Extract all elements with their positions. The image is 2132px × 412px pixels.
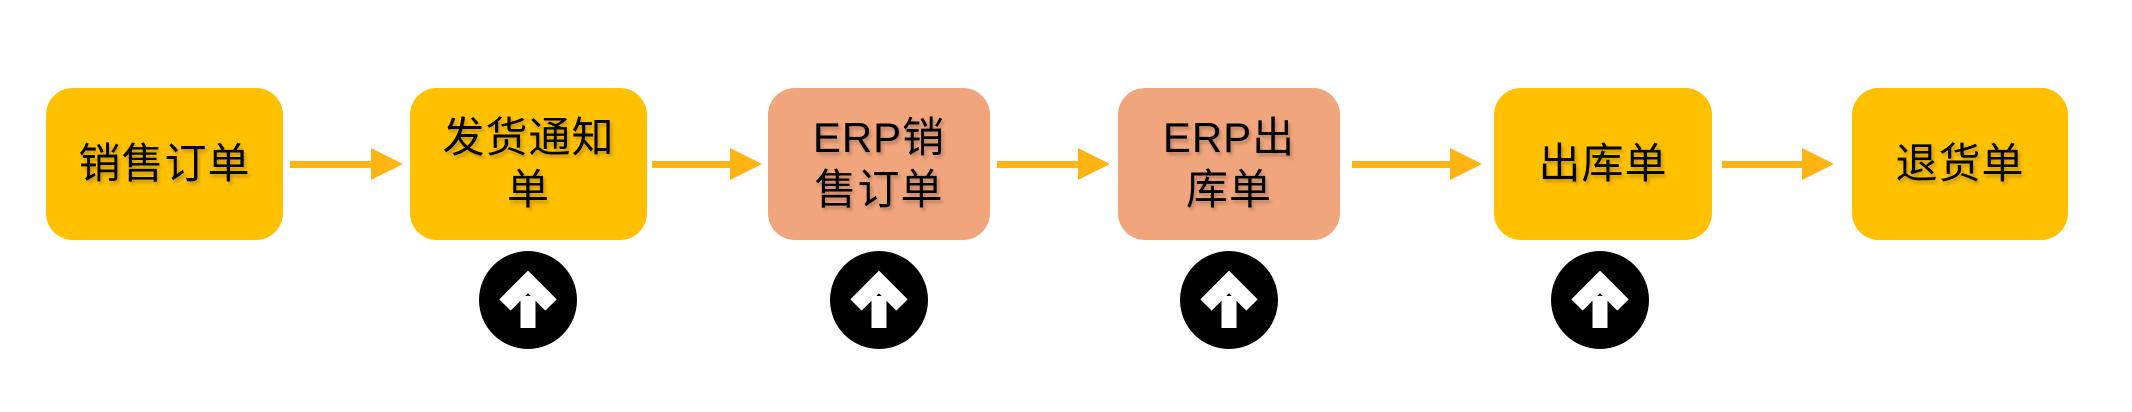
node-return-order-label: 退货单 — [1895, 140, 2025, 187]
circle-up-arrow-icon — [478, 250, 578, 350]
connector-arrow-2 — [652, 148, 762, 180]
arrow-shaft — [1352, 160, 1450, 168]
arrow-shaft — [997, 160, 1078, 168]
circle-up-arrow-icon — [1550, 250, 1650, 350]
connector-arrow-1 — [290, 148, 403, 180]
arrow-shaft — [652, 160, 730, 168]
arrowhead-right-icon — [371, 148, 403, 180]
connector-arrow-4 — [1352, 148, 1482, 180]
arrowhead-right-icon — [1802, 148, 1834, 180]
node-erp-sales-order: ERP销 售订单 — [768, 88, 990, 240]
node-outbound-order: 出库单 — [1494, 88, 1712, 240]
connector-arrow-3 — [997, 148, 1110, 180]
node-erp-outbound-order-label: ERP出 库单 — [1162, 114, 1296, 213]
connector-arrow-5 — [1722, 148, 1834, 180]
circle-up-arrow-icon — [829, 250, 929, 350]
node-outbound-order-label: 出库单 — [1538, 140, 1668, 187]
node-return-order: 退货单 — [1852, 88, 2068, 240]
node-shipping-notice: 发货通知 单 — [410, 88, 647, 240]
circle-up-arrow-icon — [1179, 250, 1279, 350]
node-erp-sales-order-label: ERP销 售订单 — [812, 114, 946, 213]
node-sales-order: 销售订单 — [46, 88, 283, 240]
arrowhead-right-icon — [1450, 148, 1482, 180]
node-shipping-notice-label: 发货通知 单 — [442, 114, 615, 213]
node-erp-outbound-order: ERP出 库单 — [1118, 88, 1340, 240]
node-sales-order-label: 销售订单 — [78, 140, 251, 187]
arrow-shaft — [290, 160, 371, 168]
arrow-shaft — [1722, 160, 1802, 168]
arrowhead-right-icon — [730, 148, 762, 180]
arrowhead-right-icon — [1078, 148, 1110, 180]
